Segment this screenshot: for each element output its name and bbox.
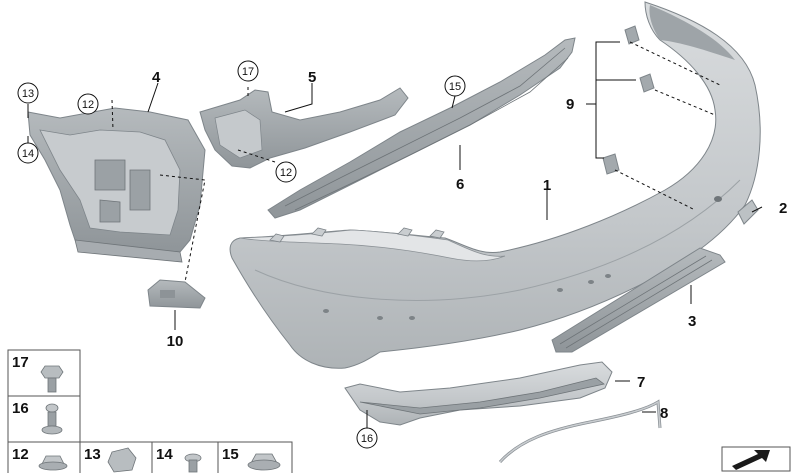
nut-15-icon	[247, 453, 281, 471]
svg-text:13: 13	[22, 88, 34, 100]
callout-17: 17	[237, 60, 259, 82]
label-part-10: 10	[167, 333, 184, 350]
bolt-17-icon	[40, 365, 64, 393]
orientation-arrow-icon	[721, 446, 791, 472]
bumper-carrier-part	[267, 37, 576, 219]
svg-text:15: 15	[449, 81, 461, 93]
lower-trim-part	[344, 361, 613, 426]
screw-14-icon	[184, 453, 202, 473]
diffuser-strip-part	[551, 247, 726, 353]
reflector-cap-part	[737, 199, 759, 225]
svg-text:14: 14	[22, 148, 34, 160]
screw-16-icon	[41, 403, 63, 435]
label-part-6: 6	[456, 176, 464, 193]
nut-12-icon	[38, 455, 68, 471]
mounting-clips-part	[602, 25, 655, 175]
callout-13: 13	[17, 82, 39, 104]
trim-strip-part	[498, 399, 662, 464]
svg-text:16: 16	[361, 433, 373, 445]
svg-text:12: 12	[280, 167, 292, 179]
bumper-cover-part	[229, 1, 761, 369]
table-label-15: 15	[222, 446, 239, 463]
callout-16: 16	[356, 427, 378, 449]
table-label-16: 16	[12, 400, 29, 417]
fastener-table: 17 16 12 13 14 15	[7, 349, 293, 473]
part-number-labels: 1 2 3 4 5 6 7 8 9 10	[152, 69, 787, 422]
callout-12-upper: 12	[77, 93, 99, 115]
label-part-8: 8	[660, 405, 668, 422]
label-part-3: 3	[688, 313, 696, 330]
label-part-4: 4	[152, 69, 161, 86]
table-label-13: 13	[84, 446, 101, 463]
label-part-1: 1	[543, 177, 551, 194]
svg-text:12: 12	[82, 99, 94, 111]
callout-12-lower: 12	[275, 161, 297, 183]
circled-callouts: 13 14 12 17 12 15 16	[17, 60, 466, 449]
small-bracket-part	[147, 279, 206, 309]
callout-14: 14	[17, 142, 39, 164]
label-part-2: 2	[779, 200, 787, 217]
table-label-14: 14	[156, 446, 173, 463]
table-label-17: 17	[12, 354, 29, 371]
label-part-5: 5	[308, 69, 316, 86]
leader-lines	[27, 41, 763, 428]
assembly-reference-lines	[111, 41, 721, 283]
callout-15: 15	[444, 75, 466, 97]
side-bracket-part	[27, 107, 206, 263]
label-part-9: 9	[566, 96, 574, 113]
inner-bracket-part	[199, 87, 409, 169]
clip-13-icon	[107, 447, 137, 473]
label-part-7: 7	[637, 374, 645, 391]
svg-text:17: 17	[242, 66, 254, 78]
table-label-12: 12	[12, 446, 29, 463]
